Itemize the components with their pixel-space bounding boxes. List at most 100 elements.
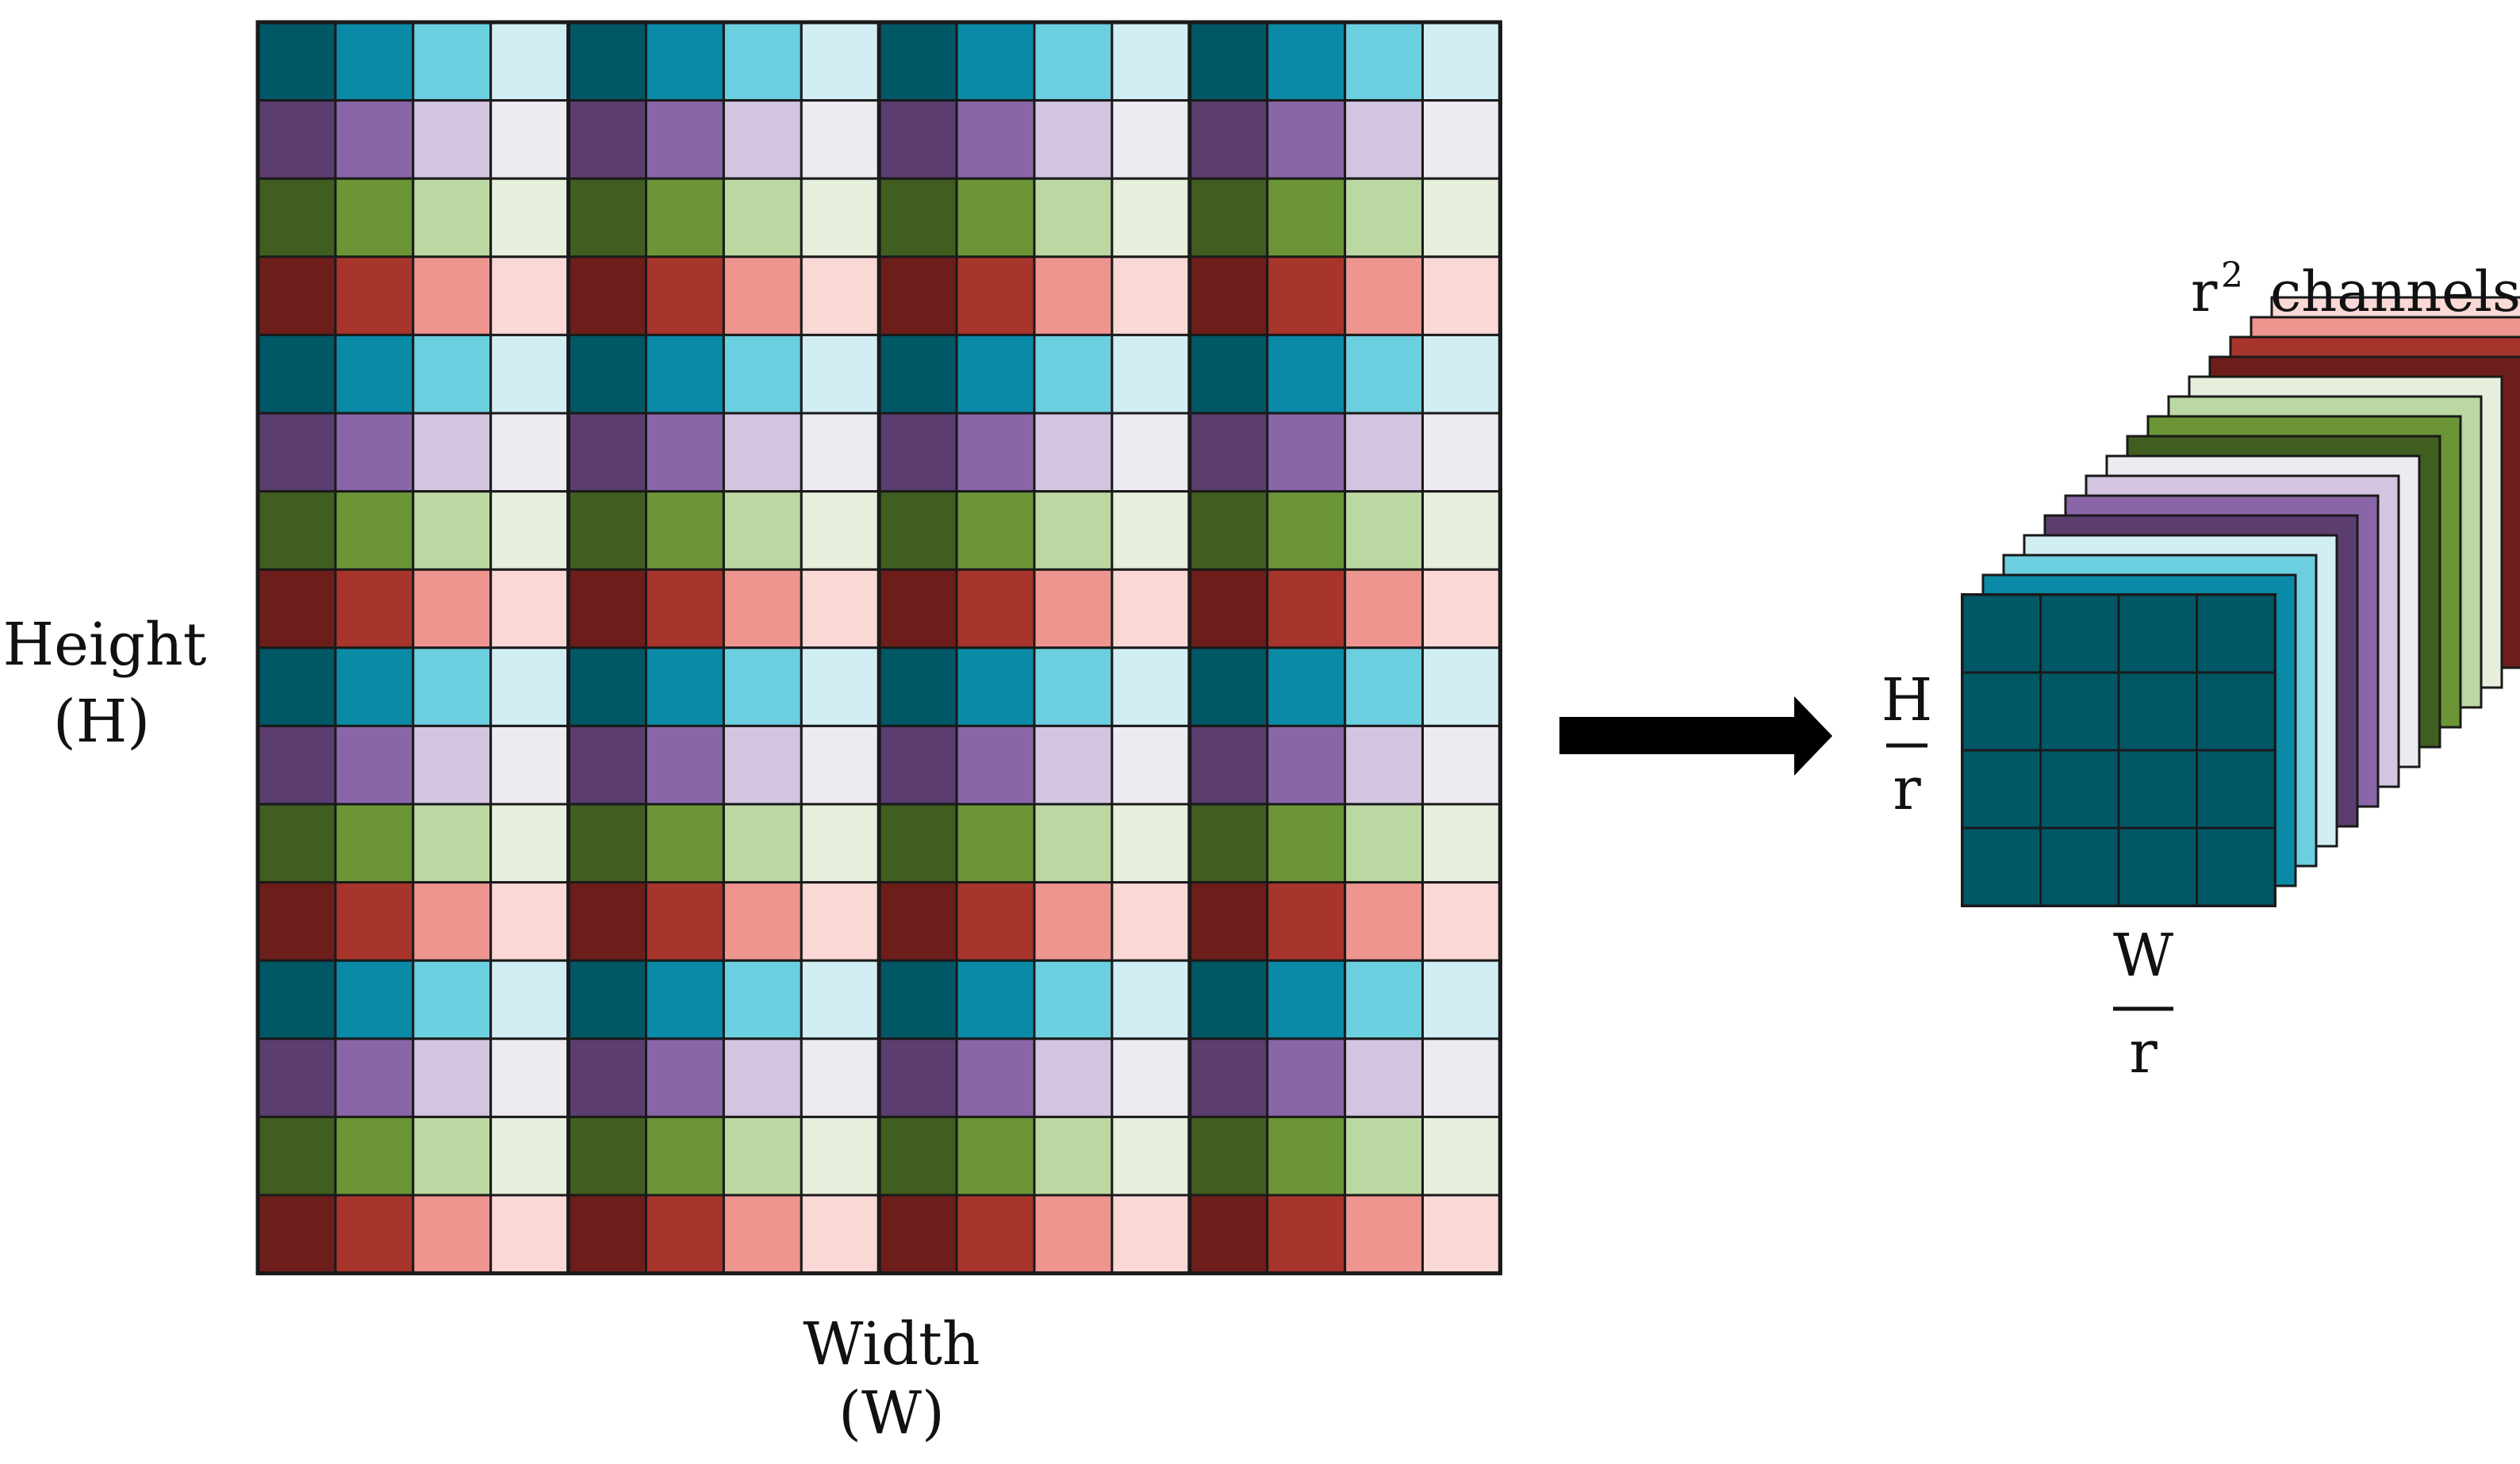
input-cell — [256, 490, 337, 571]
input-cell — [955, 490, 1036, 571]
input-cell — [567, 724, 647, 806]
input-cell — [1266, 959, 1347, 1041]
input-cell — [955, 568, 1036, 650]
input-cell — [1110, 646, 1191, 727]
input-cell — [1188, 177, 1269, 259]
input-cell — [645, 1115, 725, 1197]
input-cell — [645, 333, 725, 415]
input-cell — [256, 646, 337, 727]
output-cell — [2117, 593, 2198, 674]
input-cell — [412, 1115, 493, 1197]
input-cell — [256, 568, 337, 650]
output-cell — [2196, 749, 2276, 830]
output-front-channel — [1961, 593, 2276, 907]
input-cell — [800, 646, 880, 727]
input-cell — [256, 412, 337, 493]
input-cell — [334, 333, 415, 415]
input-cell — [334, 646, 415, 727]
input-cell — [334, 99, 415, 180]
input-cell — [489, 959, 570, 1041]
output-height-fraction: H r — [1881, 666, 1933, 823]
input-cell — [567, 568, 647, 650]
input-cell — [1421, 177, 1502, 259]
input-cell — [1188, 1115, 1269, 1197]
input-cell — [1344, 255, 1424, 336]
input-cell — [256, 333, 337, 415]
input-cell — [1344, 881, 1424, 962]
input-cell — [1344, 803, 1424, 884]
input-cell — [1033, 959, 1114, 1041]
input-cell — [412, 412, 493, 493]
input-cell — [412, 1194, 493, 1275]
input-cell — [800, 255, 880, 336]
input-cell — [1266, 255, 1347, 336]
input-cell — [877, 412, 958, 493]
input-cell — [489, 568, 570, 650]
input-cell — [722, 1037, 803, 1118]
output-cell — [2196, 826, 2276, 907]
output-cell — [2039, 593, 2120, 674]
input-cell — [1266, 177, 1347, 259]
input-cell — [489, 724, 570, 806]
input-cell — [1421, 1037, 1502, 1118]
input-cell — [1033, 1115, 1114, 1197]
input-cell — [1188, 646, 1269, 727]
channels-word: channels — [2270, 259, 2520, 324]
input-cell — [412, 490, 493, 571]
input-cell — [412, 177, 493, 259]
input-cell — [1266, 99, 1347, 180]
input-cell — [645, 99, 725, 180]
input-width-symbol: (W) — [838, 1379, 945, 1447]
input-cell — [1033, 333, 1114, 415]
input-cell — [1110, 1037, 1191, 1118]
input-cell — [1110, 333, 1191, 415]
input-cell — [800, 177, 880, 259]
input-cell — [877, 803, 958, 884]
input-cell — [800, 1115, 880, 1197]
input-cell — [1266, 724, 1347, 806]
input-cell — [1421, 490, 1502, 571]
input-cell — [1421, 724, 1502, 806]
input-cell — [1266, 333, 1347, 415]
input-cell — [877, 568, 958, 650]
input-cell — [1110, 99, 1191, 180]
input-cell — [877, 177, 958, 259]
output-cell — [2196, 671, 2276, 752]
input-cell — [256, 99, 337, 180]
input-cell — [334, 412, 415, 493]
input-cell — [1033, 177, 1114, 259]
input-cell — [722, 490, 803, 571]
input-cell — [1266, 1037, 1347, 1118]
input-cell — [1266, 568, 1347, 650]
input-cell — [800, 803, 880, 884]
input-cell — [1110, 21, 1191, 102]
input-cell — [567, 177, 647, 259]
input-cell — [256, 21, 337, 102]
input-cell — [489, 412, 570, 493]
input-cell — [334, 1194, 415, 1275]
input-cell — [334, 1115, 415, 1197]
input-cell — [645, 881, 725, 962]
input-cell — [489, 333, 570, 415]
input-cell — [800, 333, 880, 415]
input-cell — [722, 568, 803, 650]
input-cell — [1344, 959, 1424, 1041]
input-cell — [1344, 1115, 1424, 1197]
output-cell — [2039, 671, 2120, 752]
output-cell — [1961, 593, 2042, 674]
input-cell — [1033, 1194, 1114, 1275]
input-cell — [1110, 959, 1191, 1041]
input-cell — [1344, 568, 1424, 650]
input-cell — [412, 881, 493, 962]
input-cell — [334, 255, 415, 336]
input-cell — [334, 490, 415, 571]
input-cell — [645, 803, 725, 884]
channels-exponent: 2 — [2221, 255, 2243, 296]
input-cell — [334, 1037, 415, 1118]
input-cell — [1188, 803, 1269, 884]
input-cell — [645, 646, 725, 727]
input-cell — [1188, 568, 1269, 650]
input-cell — [955, 959, 1036, 1041]
input-cell — [877, 255, 958, 336]
input-cell — [1188, 1194, 1269, 1275]
